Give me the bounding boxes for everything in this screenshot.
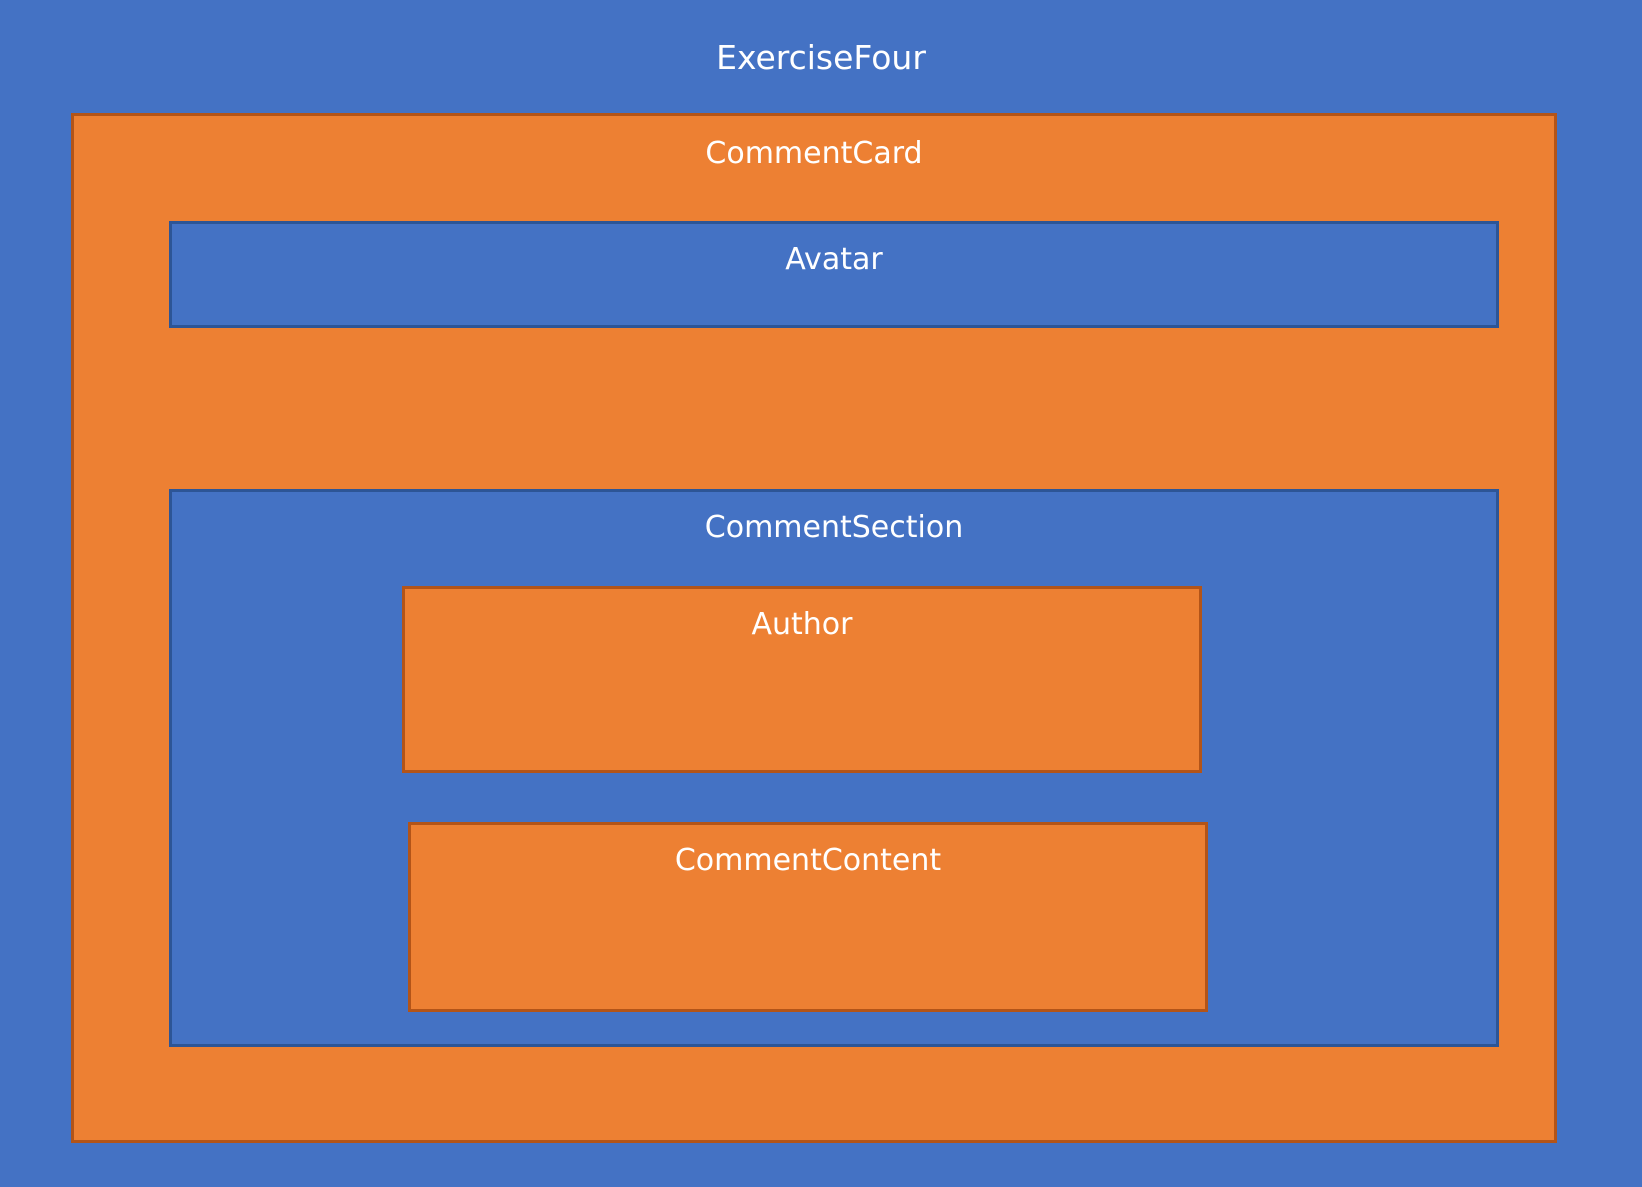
component-label-commentsection: CommentSection — [704, 510, 964, 545]
component-box-author[interactable]: Author — [402, 586, 1202, 773]
component-label-author: Author — [751, 607, 853, 642]
component-box-avatar[interactable]: Avatar — [169, 221, 1499, 328]
component-box-commentcard[interactable]: CommentCard Avatar CommentSection Author… — [71, 113, 1557, 1143]
root-component-title: ExerciseFour — [716, 38, 926, 77]
component-label-commentcontent: CommentContent — [674, 843, 942, 878]
component-box-commentcontent[interactable]: CommentContent — [408, 822, 1208, 1012]
component-label-avatar: Avatar — [785, 242, 883, 277]
component-label-commentcard: CommentCard — [705, 136, 923, 171]
component-box-commentsection[interactable]: CommentSection Author CommentContent — [169, 489, 1499, 1047]
